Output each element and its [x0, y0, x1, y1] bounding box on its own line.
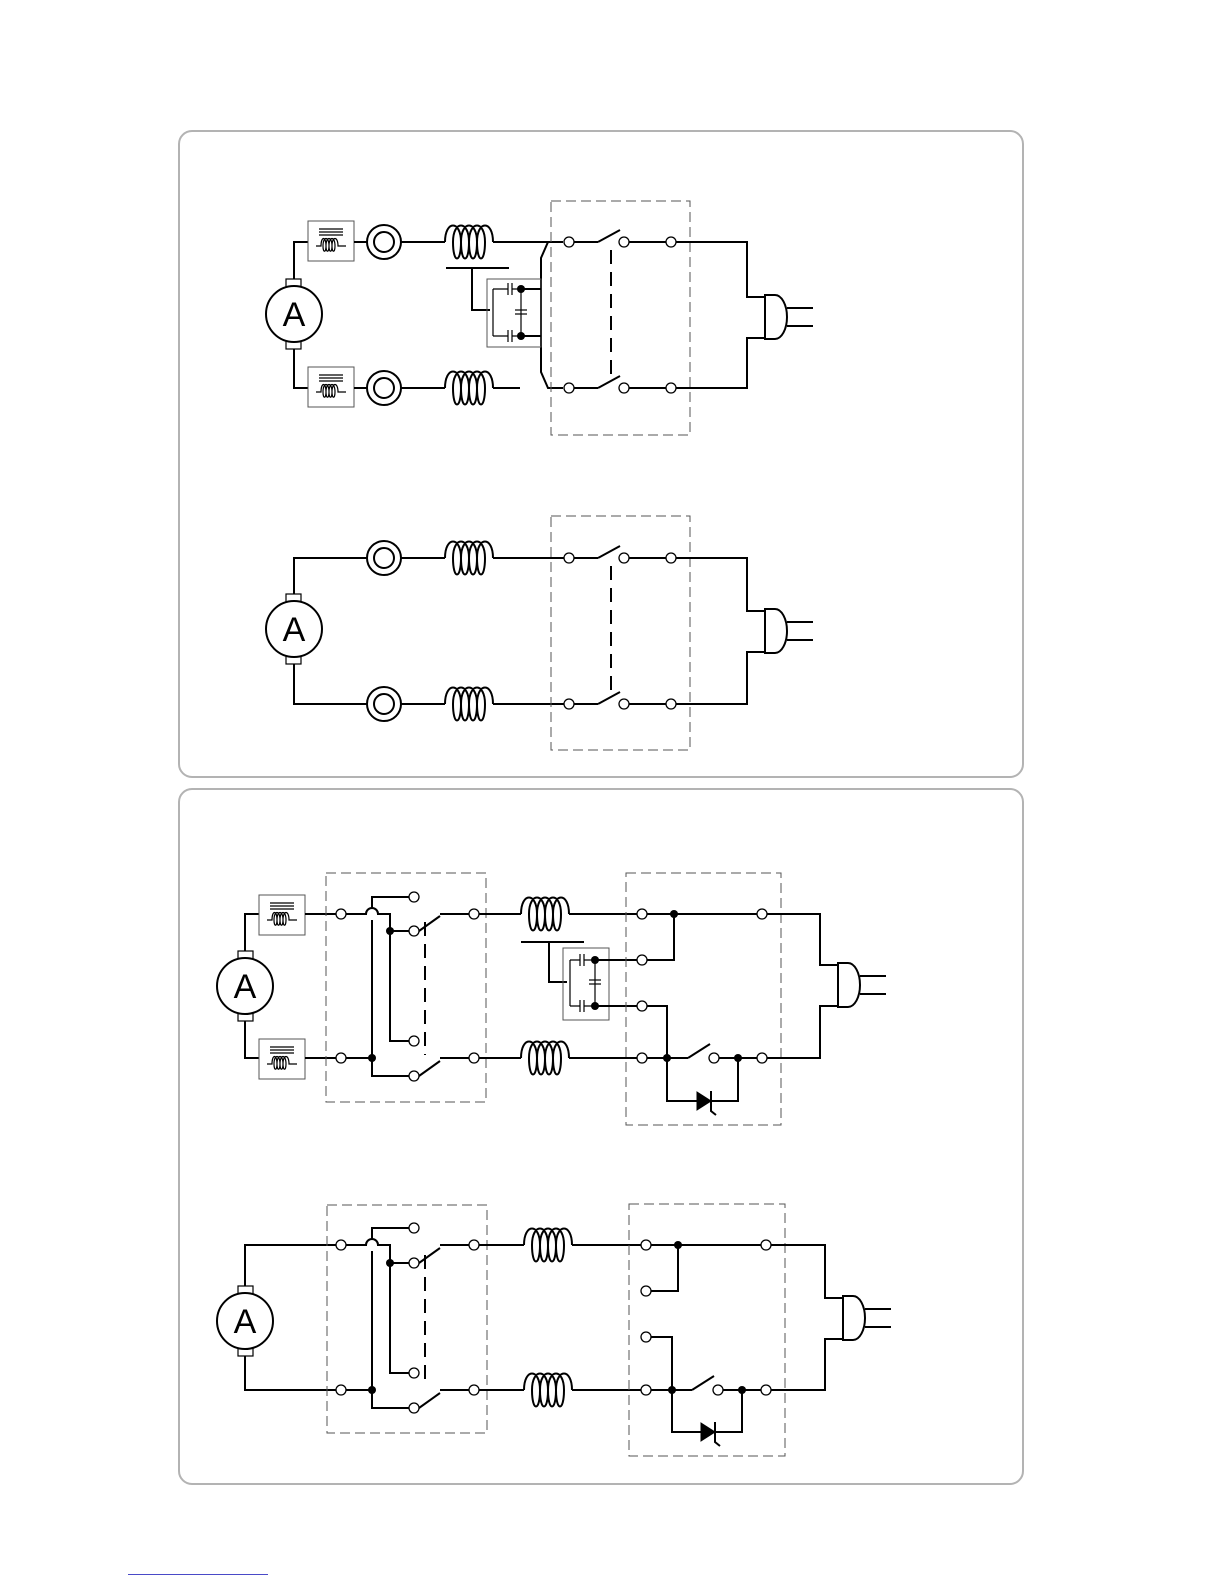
thermal-protector-icon — [367, 371, 401, 405]
thermal-protector-icon — [367, 687, 401, 721]
choke-coil-icon — [524, 1374, 572, 1407]
diagram-top-with-suppression: A — [266, 201, 813, 435]
diode-icon — [701, 1423, 715, 1441]
switch-enclosure — [551, 516, 690, 750]
choke-coil-icon — [524, 1229, 572, 1262]
power-plug-icon — [765, 609, 813, 653]
choke-coil-icon — [445, 226, 493, 259]
small-choke-icon — [259, 1039, 305, 1079]
motor-label: A — [234, 968, 257, 1006]
small-choke-icon — [308, 367, 354, 407]
motor-symbol: A — [217, 951, 273, 1021]
motor-label: A — [283, 611, 306, 649]
power-plug-icon — [843, 1296, 891, 1340]
choke-coil-icon — [445, 688, 493, 721]
choke-coil-icon — [521, 1042, 569, 1075]
small-choke-icon — [308, 221, 354, 261]
diagram-top-basic: A — [266, 516, 813, 750]
motor-symbol: A — [266, 594, 322, 664]
thermal-protector-icon — [367, 225, 401, 259]
thermal-protector-icon — [367, 541, 401, 575]
motor-symbol: A — [266, 279, 322, 349]
choke-coil-icon — [521, 898, 569, 931]
choke-coil-icon — [445, 372, 493, 405]
reversing-switch-enclosure — [326, 873, 486, 1102]
switch-enclosure — [551, 201, 690, 435]
diode-icon — [697, 1092, 711, 1110]
motor-label: A — [283, 296, 306, 334]
motor-label: A — [234, 1303, 257, 1341]
capacitor-block — [521, 942, 637, 1020]
reversing-switch-enclosure — [327, 1205, 487, 1433]
diagram-bottom-basic: A — [217, 1204, 891, 1456]
footer-link-underline — [128, 1574, 268, 1576]
power-plug-icon — [765, 295, 813, 339]
motor-symbol: A — [217, 1286, 273, 1356]
diagram-bottom-with-suppression: A — [217, 873, 886, 1125]
power-plug-icon — [838, 963, 886, 1007]
capacitor-block — [446, 268, 541, 347]
small-choke-icon — [259, 895, 305, 935]
choke-coil-icon — [445, 542, 493, 575]
